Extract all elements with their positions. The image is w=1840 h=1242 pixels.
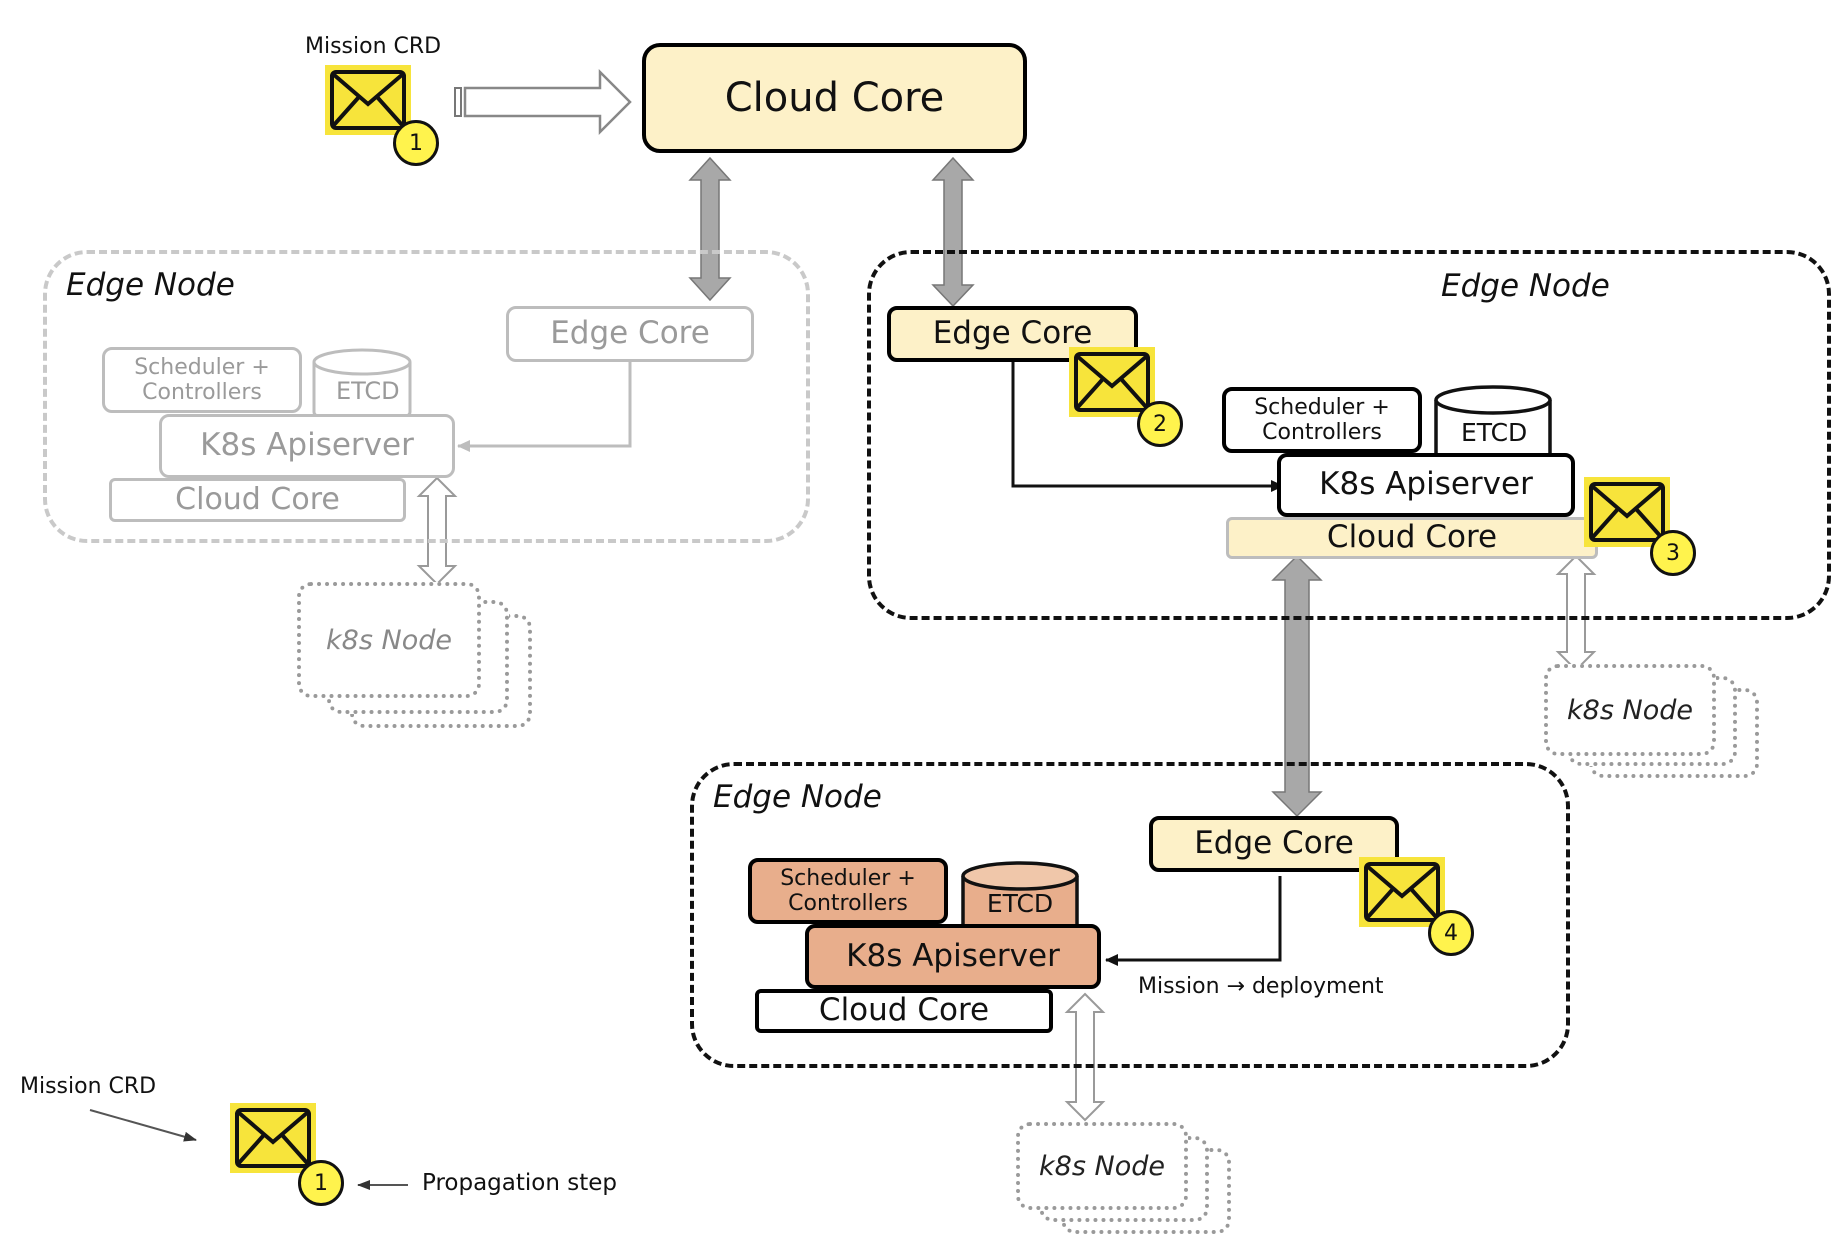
main-cloud-core: Cloud Core (642, 43, 1027, 153)
crd-to-cloud-arrow (454, 68, 632, 136)
crd-label: Mission CRD (305, 34, 442, 59)
bottom-edge-core-label: Edge Core (1194, 825, 1354, 862)
left-k8s-node: k8s Node (297, 582, 481, 698)
right-edge-node-region (867, 250, 1831, 620)
bottom-edge-node-region (690, 762, 1570, 1068)
bottom-k8s-node: k8s Node (1016, 1122, 1188, 1210)
cloud-left-link (688, 156, 732, 302)
left-edge-to-api-line (457, 362, 632, 452)
left-apiserver-label: K8s Apiserver (200, 427, 414, 464)
bottom-k8s-link (1064, 992, 1106, 1122)
right-k8s-node-label: k8s Node (1567, 694, 1693, 726)
step-badge-3: 3 (1650, 530, 1696, 576)
envelope-icon (1584, 477, 1670, 547)
mission-deployment-note: Mission → deployment (1138, 974, 1384, 999)
right-scheduler-label: Scheduler + Controllers (1254, 394, 1390, 445)
right-scheduler-box: Scheduler + Controllers (1222, 387, 1422, 453)
right-edge-core-label: Edge Core (932, 315, 1093, 352)
bottom-edge-node-title: Edge Node (713, 779, 882, 815)
legend-step-badge: 1 (298, 1160, 344, 1206)
bottom-scheduler-label: Scheduler + Controllers (780, 865, 916, 916)
step-badge-1: 1 (393, 120, 439, 166)
step-badge-2: 2 (1137, 401, 1183, 447)
left-edge-node-region (43, 250, 810, 543)
left-scheduler-box: Scheduler + Controllers (102, 347, 302, 413)
left-apiserver: K8s Apiserver (159, 414, 455, 478)
right-edge-core: Edge Core (887, 306, 1138, 362)
right-apiserver: K8s Apiserver (1277, 453, 1575, 517)
left-k8s-node-label: k8s Node (326, 624, 452, 656)
left-cloud-core-label: Cloud Core (175, 481, 340, 517)
right-apiserver-label: K8s Apiserver (1319, 466, 1533, 503)
right-k8s-node: k8s Node (1544, 664, 1716, 756)
envelope-icon (1359, 857, 1445, 927)
right-cloud-core-label: Cloud Core (1326, 519, 1498, 556)
bottom-apiserver: K8s Apiserver (805, 924, 1101, 989)
left-edge-core-label: Edge Core (550, 315, 710, 352)
left-edge-core: Edge Core (506, 306, 754, 362)
left-etcd-label: ETCD (336, 377, 400, 405)
envelope-icon (230, 1103, 316, 1173)
bottom-apiserver-label: K8s Apiserver (846, 937, 1060, 974)
legend-propagation-label: Propagation step (422, 1170, 617, 1196)
left-edge-node-title: Edge Node (66, 267, 235, 303)
legend-crd-pointer (89, 1109, 197, 1142)
bottom-scheduler-box: Scheduler + Controllers (748, 858, 948, 924)
legend-crd-label: Mission CRD (20, 1074, 157, 1099)
right-edge-to-api-line (1011, 362, 1284, 492)
left-cloud-core: Cloud Core (109, 478, 406, 522)
bottom-edge-core: Edge Core (1149, 816, 1399, 872)
bottom-etcd-label: ETCD (986, 889, 1054, 918)
right-edge-node-title: Edge Node (1441, 268, 1610, 304)
bottom-cloud-core: Cloud Core (755, 989, 1053, 1033)
envelope-icon (325, 65, 411, 135)
bottom-cloud-core-label: Cloud Core (818, 992, 990, 1029)
envelope-icon (1069, 347, 1155, 417)
main-cloud-core-label: Cloud Core (724, 75, 945, 121)
step-badge-4: 4 (1428, 910, 1474, 956)
bottom-k8s-node-label: k8s Node (1039, 1150, 1165, 1182)
bottom-edge-to-api-line (1105, 876, 1282, 966)
right-etcd-label: ETCD (1461, 418, 1528, 447)
right-cloud-core: Cloud Core (1226, 517, 1598, 559)
left-scheduler-label: Scheduler + Controllers (134, 354, 270, 405)
